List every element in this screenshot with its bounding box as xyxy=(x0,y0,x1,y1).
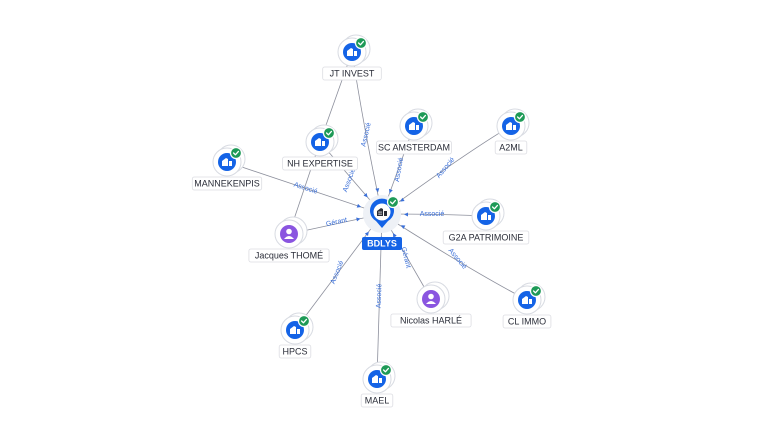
center-label-pill xyxy=(362,237,402,250)
check-badge-icon xyxy=(354,36,368,50)
edge-arrow-icon xyxy=(356,217,361,222)
node-label-pill xyxy=(376,140,452,155)
check-badge-icon xyxy=(322,126,336,140)
node-label-pill xyxy=(360,393,394,408)
check-badge-icon xyxy=(513,110,527,124)
check-badge-icon xyxy=(529,284,543,298)
node-label: A2ML xyxy=(499,143,523,153)
check-badge-icon xyxy=(229,146,243,160)
edge-arrow-icon xyxy=(375,188,380,193)
edge-arrow-icon xyxy=(389,188,393,194)
node-label: G2A PATRIMOINE xyxy=(449,233,524,243)
node-label: Jacques THOMÉ xyxy=(255,251,323,261)
edge-label: Gérant xyxy=(399,246,411,269)
building-icon xyxy=(405,117,423,135)
node-nicolas-harle[interactable]: Nicolas HARLÉ xyxy=(390,281,472,328)
edge-arrow-icon xyxy=(400,225,406,229)
node-label: Nicolas HARLÉ xyxy=(400,316,462,326)
nodes-layer: JT INVEST NH EXPERTISE SC AMSTERDAM A2ML MAN… xyxy=(191,34,552,408)
edge-label: Associé xyxy=(330,260,346,285)
building-icon xyxy=(518,291,536,309)
check-badge-icon xyxy=(386,195,400,209)
edge-label: Associé xyxy=(293,181,319,195)
person-icon xyxy=(422,290,440,308)
edge-label: Associé xyxy=(342,168,357,194)
node-label: SC AMSTERDAM xyxy=(378,143,450,153)
building-icon xyxy=(343,43,361,61)
edge-label: Associé xyxy=(447,247,468,270)
edge-arrow-icon xyxy=(356,203,362,208)
edge-label: Associé xyxy=(376,283,384,308)
node-hpcs[interactable]: HPCS xyxy=(278,312,314,359)
node-label: NH EXPERTISE xyxy=(287,159,353,169)
center-node[interactable]: BDLYS xyxy=(362,195,402,250)
node-label: MAEL xyxy=(365,396,390,406)
edge-label: Associé xyxy=(360,122,372,148)
node-jt-invest[interactable]: JT INVEST xyxy=(322,34,382,81)
building-icon xyxy=(502,117,520,135)
check-badge-icon xyxy=(379,363,393,377)
edge-arrow-icon xyxy=(392,233,397,238)
edge-label: Associé xyxy=(435,156,456,179)
check-badge-icon xyxy=(416,110,430,124)
building-icon xyxy=(311,133,329,151)
node-a2ml[interactable]: A2ML xyxy=(494,108,530,155)
node-label-pill xyxy=(390,313,472,328)
node-label-pill xyxy=(494,140,528,155)
node-label-pill xyxy=(191,176,263,191)
node-nh-expertise[interactable]: NH EXPERTISE xyxy=(282,124,358,171)
edge-arrow-icon xyxy=(403,212,409,217)
building-icon xyxy=(477,207,495,225)
building-icon xyxy=(377,208,387,216)
check-badge-icon xyxy=(488,200,502,214)
node-label: HPCS xyxy=(282,347,307,357)
node-label: JT INVEST xyxy=(330,69,375,79)
node-label-pill xyxy=(502,314,552,329)
node-label-pill xyxy=(442,230,530,245)
node-label-pill xyxy=(282,156,358,171)
node-mannekenpis[interactable]: MANNEKENPIS xyxy=(191,144,263,191)
edge-arrow-icon xyxy=(363,192,368,198)
node-cl-immo[interactable]: CL IMMO xyxy=(502,282,552,329)
edge-arrow-icon xyxy=(364,231,369,237)
node-label: MANNEKENPIS xyxy=(194,179,260,189)
edge-label: Gérant xyxy=(325,217,347,228)
node-sc-amsterdam[interactable]: SC AMSTERDAM xyxy=(376,108,452,155)
building-icon xyxy=(218,153,236,171)
node-label-pill xyxy=(248,248,330,263)
edge-label: Associé xyxy=(394,157,405,182)
person-icon xyxy=(280,225,298,243)
building-icon xyxy=(286,321,304,339)
node-jacques-thome[interactable]: Jacques THOMÉ xyxy=(248,216,330,263)
node-label-pill xyxy=(278,344,312,359)
node-label-pill xyxy=(322,66,382,81)
center-label: BDLYS xyxy=(367,239,397,249)
node-g2a-patrimoine[interactable]: G2A PATRIMOINE xyxy=(442,198,530,245)
edge-arrow-icon xyxy=(400,197,405,202)
building-icon xyxy=(368,370,386,388)
check-badge-icon xyxy=(297,314,311,328)
node-label: CL IMMO xyxy=(508,317,546,327)
node-mael[interactable]: MAEL xyxy=(360,361,396,408)
edge-label: Associé xyxy=(420,211,445,218)
